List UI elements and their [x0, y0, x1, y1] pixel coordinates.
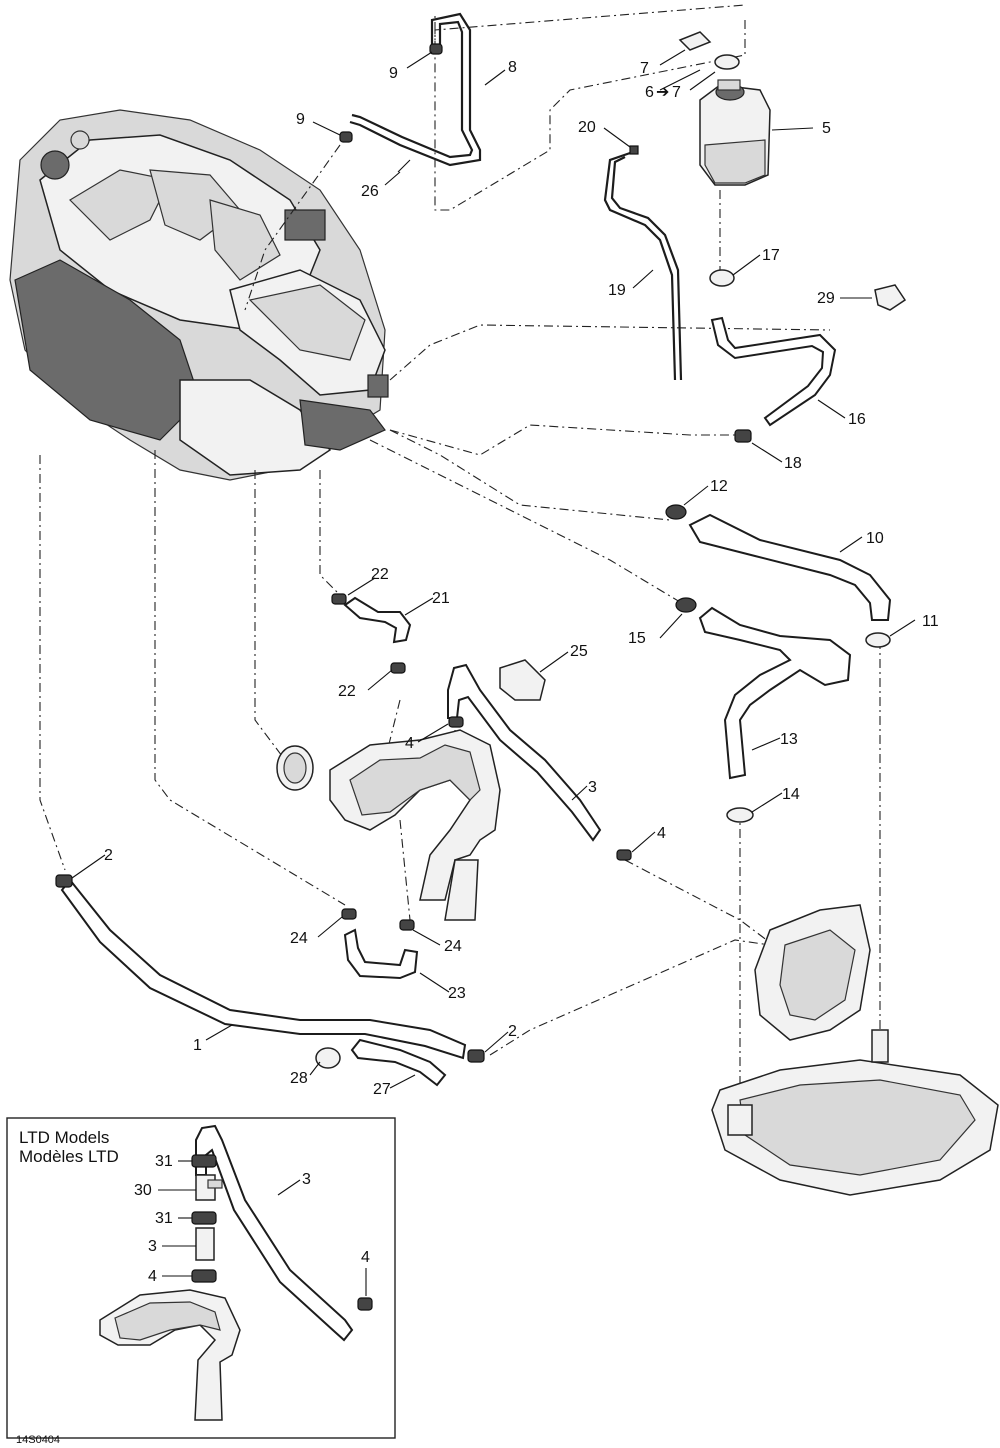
callout-4: 4 — [405, 735, 414, 752]
leader-lines — [71, 49, 916, 1089]
callout-6: 6 — [645, 84, 654, 101]
callout-2: 2 — [508, 1023, 517, 1040]
components — [55, 31, 999, 1196]
inset-title-fr: Modèles LTD — [19, 1147, 119, 1166]
callout-8: 8 — [508, 59, 517, 76]
callout-26: 26 — [361, 183, 379, 200]
callout-18: 18 — [784, 455, 802, 472]
callout-12: 12 — [710, 478, 728, 495]
callout-1: 1 — [193, 1037, 202, 1054]
callout-3: 3 — [588, 779, 597, 796]
callout-labels: 1 2 2 3 4 4 5 6 ➔ 7 7 8 9 9 10 11 12 13 … — [104, 59, 939, 1098]
callout-16: 16 — [848, 411, 866, 428]
engine-assembly — [9, 109, 389, 481]
callout-27: 27 — [373, 1081, 391, 1098]
callout-19: 19 — [608, 282, 626, 299]
callout-10: 10 — [866, 530, 884, 547]
callout-28: 28 — [290, 1070, 308, 1087]
hoses — [60, 12, 892, 1087]
callout-2: 2 — [104, 847, 113, 864]
callout-17: 17 — [762, 247, 780, 264]
callout-15: 15 — [628, 630, 646, 647]
callout-24: 24 — [444, 938, 462, 955]
callout-22: 22 — [338, 683, 356, 700]
inset-callout-3: 3 — [148, 1238, 157, 1255]
callout-23: 23 — [448, 985, 466, 1002]
callout-7: 7 — [640, 60, 649, 77]
callout-9: 9 — [389, 65, 398, 82]
inset-title-en: LTD Models — [19, 1128, 109, 1147]
callout-24: 24 — [290, 930, 308, 947]
inset-callout-4: 4 — [361, 1249, 370, 1266]
callout-20: 20 — [578, 119, 596, 136]
callout-4: 4 — [657, 825, 666, 842]
callout-11: 11 — [922, 613, 939, 630]
callout-22: 22 — [371, 566, 389, 583]
inset-callout-30: 30 — [134, 1182, 152, 1199]
callout-9: 9 — [296, 111, 305, 128]
inset-callout-31: 31 — [155, 1153, 173, 1170]
inset-callout-4: 4 — [148, 1268, 157, 1285]
callout-21: 21 — [432, 590, 450, 607]
callout-13: 13 — [780, 731, 798, 748]
ltd-models-inset: LTD Models Modèles LTD 31 30 31 3 4 3 4 — [6, 1117, 396, 1439]
inset-callout-3: 3 — [302, 1171, 311, 1188]
callout-14: 14 — [782, 786, 800, 803]
callout-25: 25 — [570, 643, 588, 660]
inset-callout-31: 31 — [155, 1210, 173, 1227]
reference-code: 14S0404 — [16, 1434, 60, 1446]
callout-29: 29 — [817, 290, 835, 307]
callout-6-target-7: 7 — [672, 84, 681, 101]
callout-5: 5 — [822, 120, 831, 137]
callout-6-arrow: ➔ — [656, 84, 669, 101]
